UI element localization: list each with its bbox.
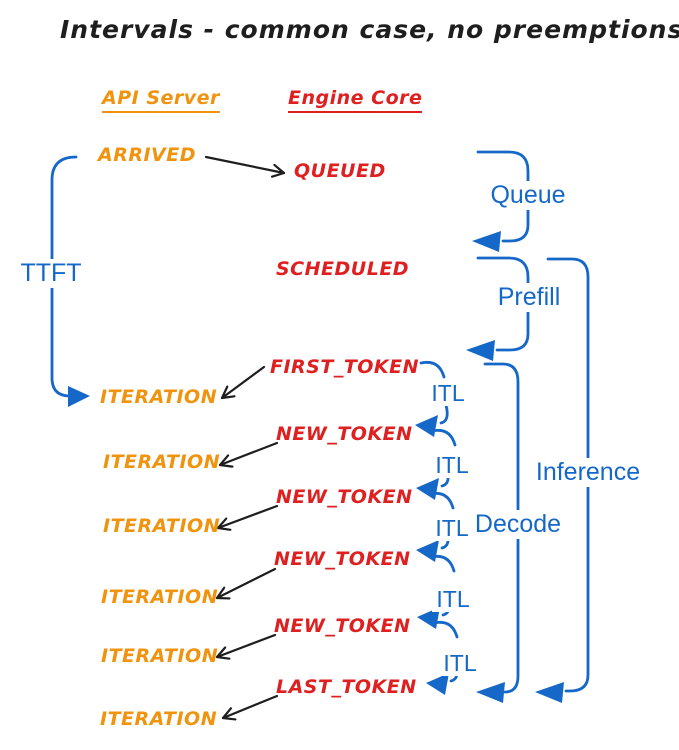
arrow-arrived-to-queued: [204, 155, 286, 173]
arrow-newtoken2-to-iteration: [216, 504, 279, 528]
itl-hook-1: [439, 403, 449, 425]
column-header-engine-core: Engine Core: [288, 87, 423, 113]
diagram-title: Intervals - common case, no preemptions: [60, 15, 679, 44]
event-new-token: NEW_TOKEN: [276, 486, 413, 508]
arrowhead-left-icon: [466, 340, 495, 361]
itl-arc-5: [432, 620, 459, 639]
itl-arrowheads: [415, 415, 449, 695]
arrowhead-left-icon: [535, 682, 564, 703]
label-itl: ITL: [431, 515, 473, 542]
label-decode: Decode: [466, 510, 570, 539]
arrowhead-right-icon: [68, 386, 90, 407]
event-iteration: ITERATION: [101, 586, 219, 608]
arrow-newtoken1-to-iteration: [218, 441, 279, 465]
arrowhead-left-icon: [472, 231, 501, 252]
event-arrived: ARRIVED: [98, 144, 196, 166]
event-iteration: ITERATION: [101, 645, 219, 667]
label-queue: Queue: [486, 181, 570, 210]
label-ttft: TTFT: [18, 259, 84, 288]
event-iteration: ITERATION: [103, 451, 221, 473]
itl-arc-1: [419, 360, 446, 379]
event-last-token: LAST_TOKEN: [276, 676, 417, 698]
label-prefill: Prefill: [490, 283, 568, 312]
arrowhead-left-icon: [426, 673, 449, 695]
event-new-token: NEW_TOKEN: [276, 423, 413, 445]
column-header-api-server: API Server: [102, 87, 220, 113]
arrow-newtoken3-to-iteration: [215, 567, 277, 598]
arrowhead-left-icon: [417, 607, 440, 629]
label-inference: Inference: [526, 458, 650, 487]
event-new-token: NEW_TOKEN: [274, 548, 411, 570]
label-itl: ITL: [432, 586, 474, 613]
label-itl: ITL: [439, 650, 481, 677]
arrow-lasttoken-to-iteration: [221, 694, 279, 718]
decode-bracket: [476, 362, 520, 703]
label-itl: ITL: [431, 452, 473, 479]
event-first-token: FIRST_TOKEN: [270, 356, 420, 378]
arrowhead-left-icon: [415, 415, 438, 437]
black-arrows: [204, 155, 286, 718]
event-iteration: ITERATION: [100, 386, 218, 408]
label-itl: ITL: [427, 380, 469, 407]
arrow-firsttoken-to-iteration: [220, 365, 266, 400]
event-iteration: ITERATION: [100, 708, 218, 730]
arrow-newtoken4-to-iteration: [215, 633, 277, 657]
event-new-token: NEW_TOKEN: [274, 615, 411, 637]
event-iteration: ITERATION: [103, 515, 221, 537]
itl-arc-2: [430, 428, 457, 447]
arrowhead-left-icon: [416, 478, 439, 500]
event-queued: QUEUED: [294, 160, 386, 182]
arrowhead-left-icon: [416, 540, 439, 562]
arrowhead-left-icon: [476, 682, 505, 703]
event-scheduled: SCHEDULED: [276, 258, 410, 280]
